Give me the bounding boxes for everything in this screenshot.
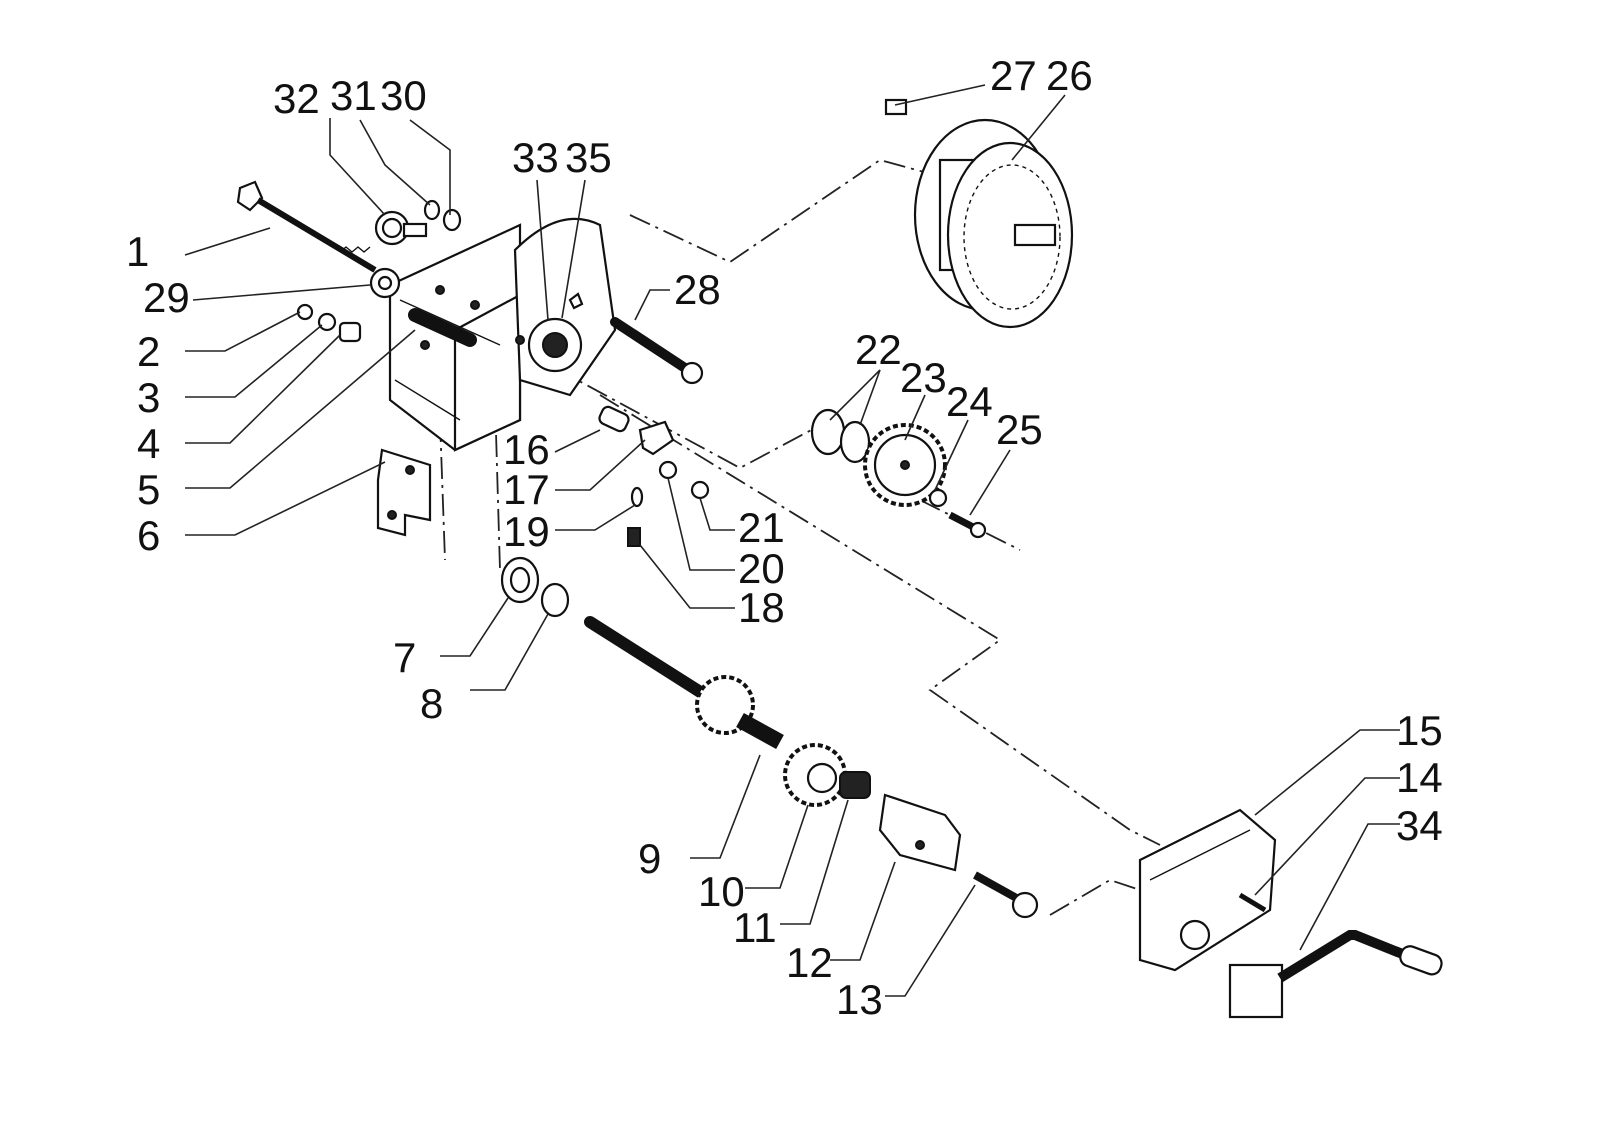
part-10-gear: [783, 743, 847, 807]
callout-25: 25: [996, 406, 1043, 453]
callout-8: 8: [420, 680, 443, 727]
callout-19: 19: [503, 508, 550, 555]
callout-9: 9: [638, 835, 661, 882]
callout-12: 12: [786, 939, 833, 986]
part-32-gear: [374, 210, 428, 246]
part-35-pawl: [568, 292, 584, 310]
part-8-bushing: [540, 582, 570, 618]
part-11-spring: [839, 771, 871, 799]
callout-1: 1: [126, 228, 149, 275]
callout-21: 21: [738, 504, 785, 551]
part-20-washer: [658, 460, 678, 480]
callout-22: 22: [855, 326, 902, 373]
part-4-bushing: [338, 321, 362, 343]
callout-3: 3: [137, 374, 160, 421]
callout-11: 11: [733, 904, 777, 951]
callout-6: 6: [137, 512, 160, 559]
callout-7: 7: [393, 634, 416, 681]
callout-28: 28: [674, 266, 721, 313]
part-16-pin: [598, 405, 630, 433]
part-23-gear: [863, 423, 947, 507]
callout-4: 4: [137, 420, 160, 467]
callout-35: 35: [565, 134, 612, 181]
frame-assembly: [388, 217, 617, 452]
part-33-brake-disc: [527, 317, 583, 373]
part-30-washer: [442, 208, 462, 232]
callout-15: 15: [1396, 707, 1443, 754]
part-34-crank-handle: [1228, 930, 1443, 1019]
callout-labels: 1 29 2 3 4 5 6 32 31 30 33 35 28 27 26 2…: [126, 52, 1443, 1023]
part-3-washer: [317, 312, 337, 332]
callout-16: 16: [503, 426, 550, 473]
part-24-washer: [928, 488, 948, 508]
part-27-nut: [884, 98, 908, 116]
callout-10: 10: [698, 868, 745, 915]
callout-34: 34: [1396, 802, 1443, 849]
part-15-housing: [1138, 808, 1277, 972]
part-14-bolt: [1238, 892, 1267, 913]
part-22-bushing: [810, 408, 871, 464]
part-2-nut: [296, 303, 314, 321]
part-7-bearing: [500, 556, 540, 604]
callout-32: 32: [273, 75, 320, 122]
callout-14: 14: [1396, 754, 1443, 801]
callout-27: 27: [990, 52, 1037, 99]
part-28-pin: [610, 317, 704, 385]
part-18-spring: [627, 527, 641, 547]
part-13-bolt: [973, 871, 1039, 919]
callout-33: 33: [512, 134, 559, 181]
part-5-shaft: [408, 308, 477, 347]
part-19-clip: [630, 486, 644, 508]
callout-17: 17: [503, 466, 550, 513]
callout-26: 26: [1046, 52, 1093, 99]
callout-2: 2: [137, 328, 160, 375]
leader-lines: [184, 84, 1400, 997]
part-26-drum: [913, 118, 1074, 329]
callout-13: 13: [836, 976, 883, 1023]
part-31-washer: [423, 199, 441, 221]
part-6-bracket: [376, 448, 432, 537]
callout-23: 23: [900, 354, 947, 401]
callout-24: 24: [946, 378, 993, 425]
part-25-bolt: [948, 511, 987, 539]
callout-29: 29: [143, 274, 190, 321]
part-21-nut: [690, 480, 710, 500]
callout-31: 31: [330, 72, 377, 119]
part-1-bolt: [236, 180, 377, 273]
part-9-input-shaft: [584, 616, 784, 750]
part-12-coupling: [878, 793, 962, 872]
callout-20: 20: [738, 545, 785, 592]
callout-5: 5: [137, 466, 160, 513]
callout-30: 30: [380, 72, 427, 119]
part-29-washer: [369, 267, 401, 299]
callout-18: 18: [738, 584, 785, 631]
part-17-pawl: [638, 420, 675, 456]
